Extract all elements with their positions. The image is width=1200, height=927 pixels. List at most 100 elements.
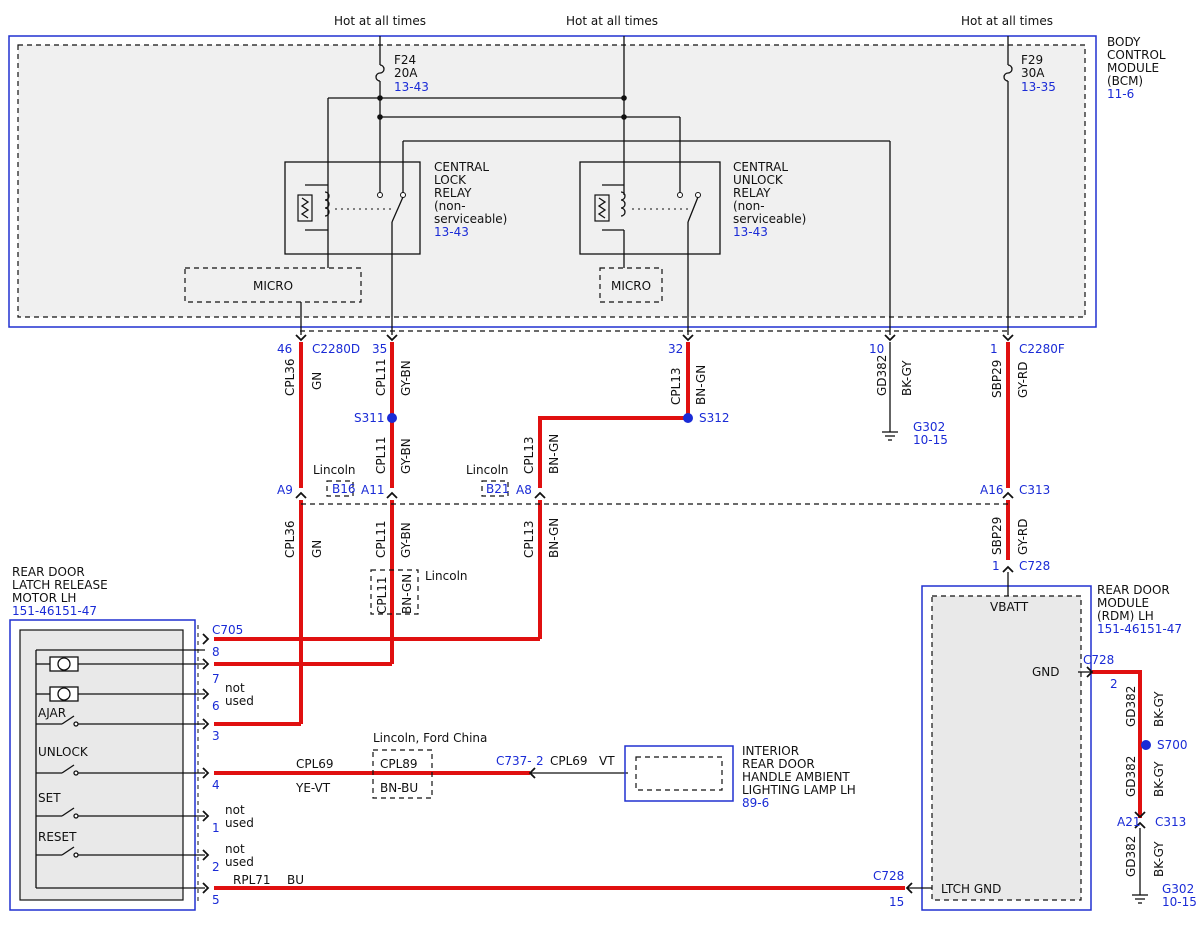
svg-text:BN-GN: BN-GN [400, 574, 414, 614]
svg-text:CPL36: CPL36 [283, 520, 297, 558]
svg-text:serviceable): serviceable) [434, 212, 507, 226]
svg-text:2: 2 [1110, 677, 1118, 691]
c705-label: C705 [212, 623, 243, 637]
svg-text:89-6: 89-6 [742, 796, 769, 810]
svg-text:BK-GY: BK-GY [1152, 691, 1166, 727]
svg-text:15: 15 [889, 895, 904, 909]
svg-text:A9: A9 [277, 483, 293, 497]
svg-text:CONTROL: CONTROL [1107, 48, 1166, 62]
svg-text:CENTRAL: CENTRAL [733, 160, 788, 174]
svg-text:13-43: 13-43 [733, 225, 768, 239]
svg-text:(non-: (non- [733, 199, 765, 213]
bcm-label: BODY [1107, 35, 1141, 49]
splice-s311 [387, 413, 397, 423]
ground-symbol-g302-bottom [1132, 894, 1148, 904]
lincoln-ford-china: Lincoln, Ford China [373, 731, 487, 745]
f24-name: F24 [394, 53, 416, 67]
svg-text:C313: C313 [1155, 815, 1186, 829]
ambient-lamp [624, 745, 734, 802]
svg-text:GD382: GD382 [1124, 686, 1138, 727]
c737-label: C737- [496, 754, 532, 768]
svg-text:G302: G302 [1162, 882, 1194, 896]
svg-text:REAR DOOR: REAR DOOR [742, 757, 815, 771]
svg-text:(RDM) LH: (RDM) LH [1097, 609, 1154, 623]
svg-text:10-15: 10-15 [1162, 895, 1197, 909]
svg-text:Lincoln: Lincoln [425, 569, 468, 583]
c313-pins [295, 491, 1014, 573]
svg-text:S311: S311 [354, 411, 385, 425]
svg-text:BK-GY: BK-GY [900, 360, 914, 396]
svg-text:CPL11: CPL11 [374, 520, 388, 558]
svg-text:GY-RD: GY-RD [1016, 361, 1030, 398]
g302-top-name: G302 [913, 420, 945, 434]
svg-text:LOCK: LOCK [434, 173, 467, 187]
svg-text:CPL89: CPL89 [380, 757, 418, 771]
svg-text:GY-BN: GY-BN [399, 522, 413, 558]
svg-text:CPL69: CPL69 [550, 754, 588, 768]
c2280-pins [295, 334, 1014, 342]
svg-text:32: 32 [668, 342, 683, 356]
svg-text:not: not [225, 803, 245, 817]
ground-symbol-g302-top [882, 431, 898, 441]
svg-text:13-43: 13-43 [434, 225, 469, 239]
vertical-wire-labels: CPL36 GN CPL11 GY-BN CPL13 BN-GN GD382 B… [283, 355, 1166, 877]
svg-text:3: 3 [212, 729, 220, 743]
svg-text:GY-RD: GY-RD [1016, 518, 1030, 555]
svg-text:A11: A11 [361, 483, 384, 497]
svg-text:LATCH RELEASE: LATCH RELEASE [12, 578, 108, 592]
cpl89-option-box [372, 749, 433, 799]
c728-top-label: C728 [1019, 559, 1050, 573]
svg-text:SBP29: SBP29 [990, 517, 1004, 555]
latch-motor-label: REAR DOOR [12, 565, 85, 579]
svg-text:GN: GN [310, 372, 324, 390]
lincoln-b16: Lincoln [313, 463, 356, 477]
svg-text:VT: VT [599, 754, 615, 768]
svg-text:LTCH GND: LTCH GND [941, 882, 1001, 896]
svg-text:BN-GN: BN-GN [547, 518, 561, 558]
svg-text:10-15: 10-15 [913, 433, 948, 447]
svg-text:11-6: 11-6 [1107, 87, 1134, 101]
svg-text:B16: B16 [332, 482, 356, 496]
svg-text:BK-GY: BK-GY [1152, 841, 1166, 877]
rear-door-module [921, 572, 1092, 911]
svg-text:CENTRAL: CENTRAL [434, 160, 489, 174]
hot-label-f29: Hot at all times [961, 14, 1053, 28]
svg-text:10: 10 [869, 342, 884, 356]
svg-text:35: 35 [372, 342, 387, 356]
svg-text:1: 1 [992, 559, 1000, 573]
svg-text:BN-BU: BN-BU [380, 781, 418, 795]
bcm-internal-wiring [184, 36, 1013, 335]
central-lock-relay-label: CENTRAL LOCK RELAY (non- serviceable) 13… [434, 160, 507, 239]
latch-internals [35, 649, 205, 889]
svg-text:RPL71: RPL71 [233, 873, 271, 887]
hot-label-f24: Hot at all times [334, 14, 426, 28]
svg-text:20A: 20A [394, 66, 418, 80]
svg-text:CPL69: CPL69 [296, 757, 334, 771]
svg-text:GN: GN [310, 540, 324, 558]
svg-text:CPL13: CPL13 [522, 436, 536, 474]
svg-text:not: not [225, 681, 245, 695]
svg-text:GY-BN: GY-BN [399, 360, 413, 396]
svg-text:HANDLE AMBIENT: HANDLE AMBIENT [742, 770, 850, 784]
svg-text:(BCM): (BCM) [1107, 74, 1143, 88]
c705-pins [202, 633, 210, 894]
svg-text:(non-: (non- [434, 199, 466, 213]
svg-text:RELAY: RELAY [434, 186, 472, 200]
micro-label-unlock: MICRO [611, 279, 651, 293]
svg-text:RESET: RESET [38, 830, 77, 844]
svg-text:LIGHTING LAMP LH: LIGHTING LAMP LH [742, 783, 856, 797]
red-wires [214, 342, 1142, 890]
micro-label-lock: MICRO [253, 279, 293, 293]
svg-text:CPL13: CPL13 [522, 520, 536, 558]
svg-text:13-35: 13-35 [1021, 80, 1056, 94]
svg-text:CPL11: CPL11 [375, 576, 389, 614]
splice-s700 [1141, 740, 1151, 750]
svg-text:5: 5 [212, 893, 220, 907]
svg-text:46: 46 [277, 342, 292, 356]
svg-text:CPL11: CPL11 [374, 436, 388, 474]
svg-text:151-46151-47: 151-46151-47 [1097, 622, 1182, 636]
svg-text:13-43: 13-43 [394, 80, 429, 94]
svg-text:VBATT: VBATT [990, 600, 1029, 614]
svg-text:BN-GN: BN-GN [694, 365, 708, 405]
